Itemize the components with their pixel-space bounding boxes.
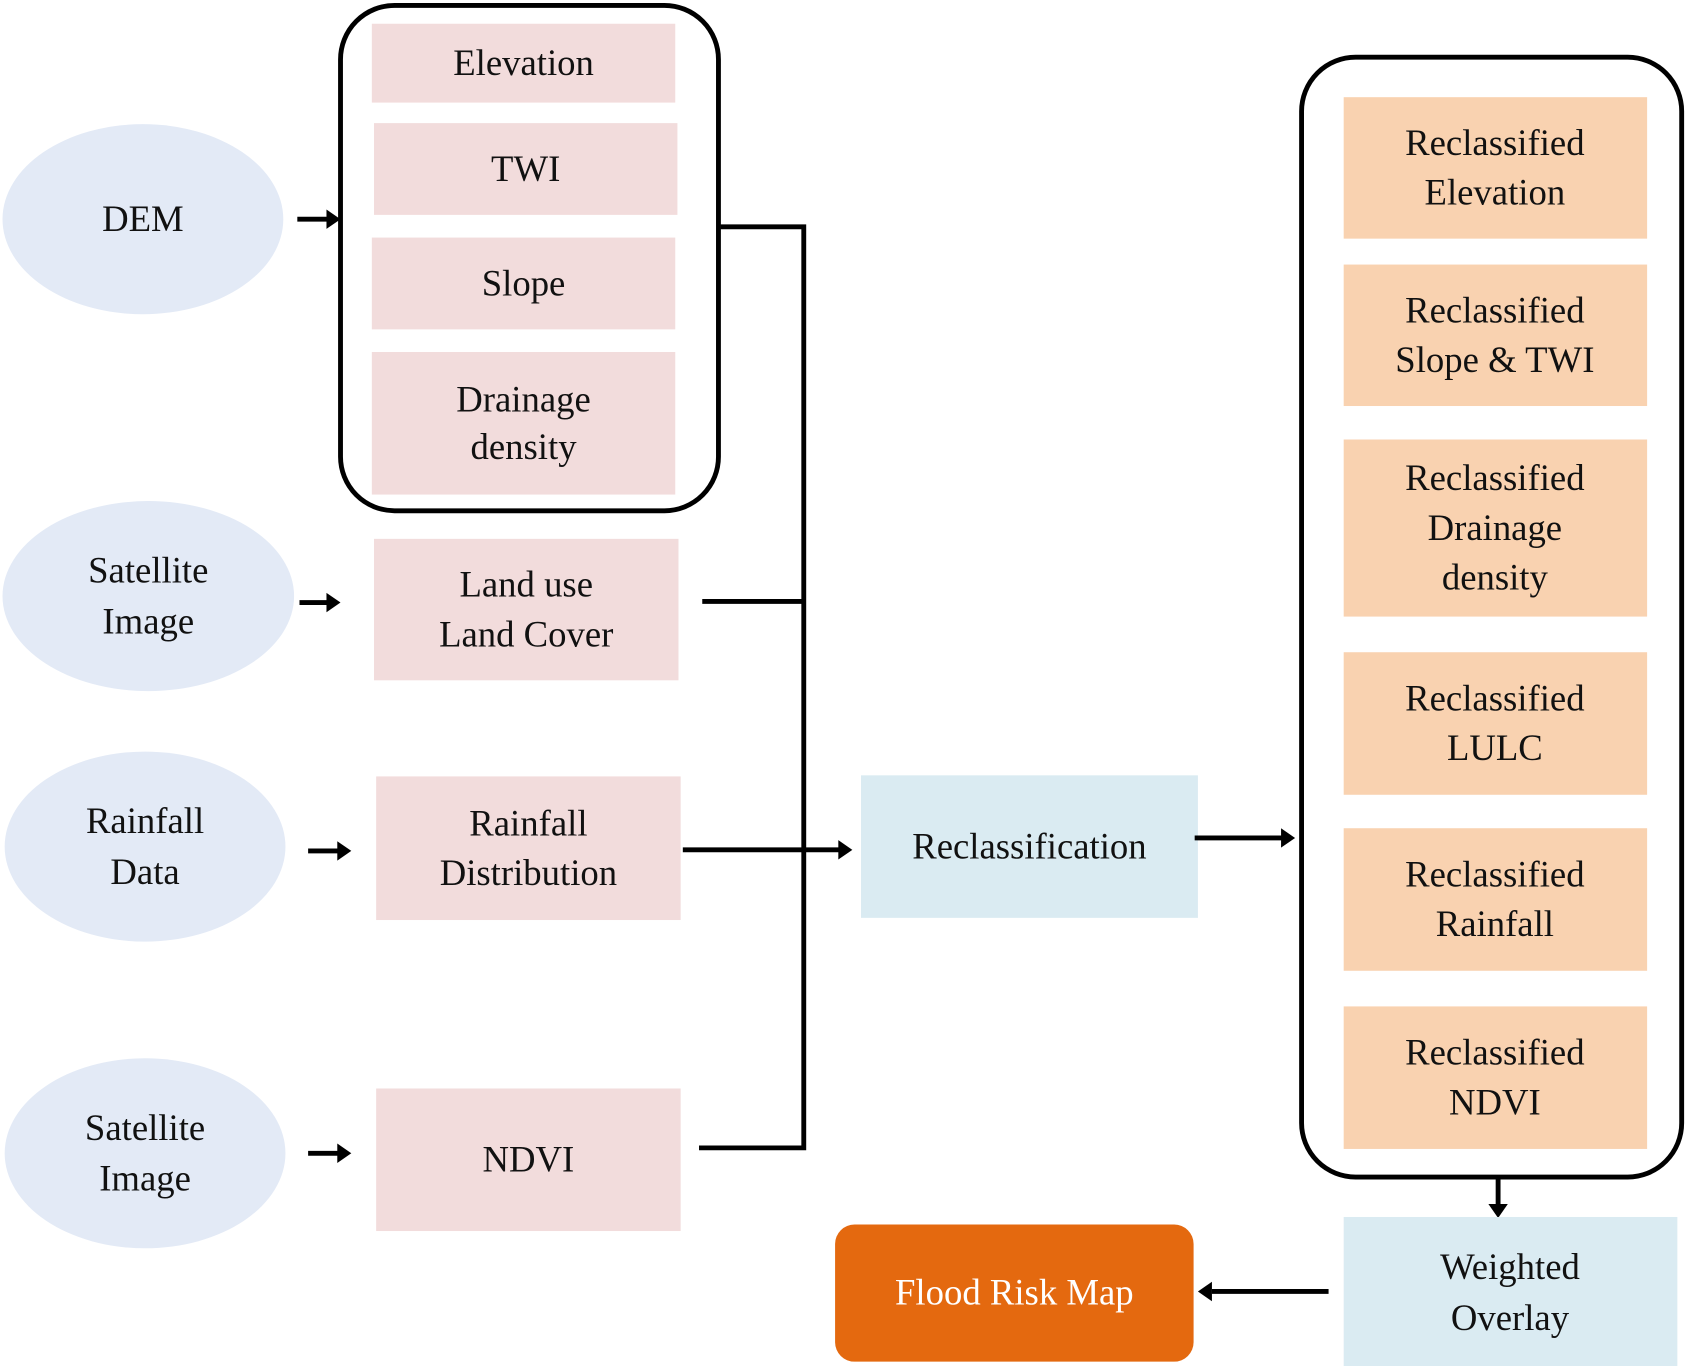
reclassified-group — [1299, 54, 1685, 1180]
dem-derivative-label-0: Elevation — [453, 42, 594, 83]
input-rain-ellipse — [4, 751, 286, 942]
reclassified-box-5 — [1343, 1006, 1648, 1149]
layer-box-ndvi — [376, 1088, 681, 1232]
input-dem-label: DEM — [102, 198, 184, 239]
arrow-dem — [326, 209, 341, 229]
layer-box-lulc — [373, 538, 679, 681]
reclassified-box-2 — [1343, 439, 1648, 617]
dem-derivative-box-2 — [371, 237, 676, 330]
reclassified-box-1 — [1343, 264, 1648, 407]
arrow-to-reclassification — [838, 840, 853, 860]
dem-derivative-box-0 — [371, 23, 676, 103]
reclassification-label: Reclassification — [912, 825, 1146, 866]
input-dem-ellipse — [2, 124, 284, 315]
connector-bus — [699, 224, 807, 1151]
dem-derivative-label-1: TWI — [491, 148, 560, 189]
dem-derivative-label-2: Slope — [482, 262, 566, 303]
reclassified-box-0 — [1343, 97, 1648, 239]
dem-derivative-box-3 — [371, 352, 676, 495]
flood-risk-map-label: Flood Risk Map — [895, 1271, 1134, 1312]
layer-box-rainfall — [376, 776, 681, 921]
weighted-overlay-box — [1343, 1216, 1678, 1366]
input-sat1-ellipse — [2, 501, 295, 692]
flood-risk-map-box — [835, 1224, 1194, 1362]
dem-derivative-box-1 — [373, 123, 678, 215]
arrow-rainfall — [337, 841, 352, 861]
dem-derivatives-group — [338, 2, 721, 514]
reclassified-box-4 — [1343, 828, 1648, 971]
arrow-to-weighted-overlay — [1488, 1204, 1508, 1219]
arrow-satellite-lulc — [326, 592, 341, 613]
reclassified-box-3 — [1343, 652, 1648, 795]
reclassification-box — [860, 775, 1198, 918]
arrow-to-flood-risk-map — [1197, 1281, 1212, 1302]
layer-label-ndvi: NDVI — [483, 1139, 575, 1180]
arrow-satellite-ndvi — [337, 1143, 352, 1163]
input-sat2-ellipse — [4, 1058, 286, 1249]
arrow-to-reclassified-group — [1281, 828, 1296, 848]
